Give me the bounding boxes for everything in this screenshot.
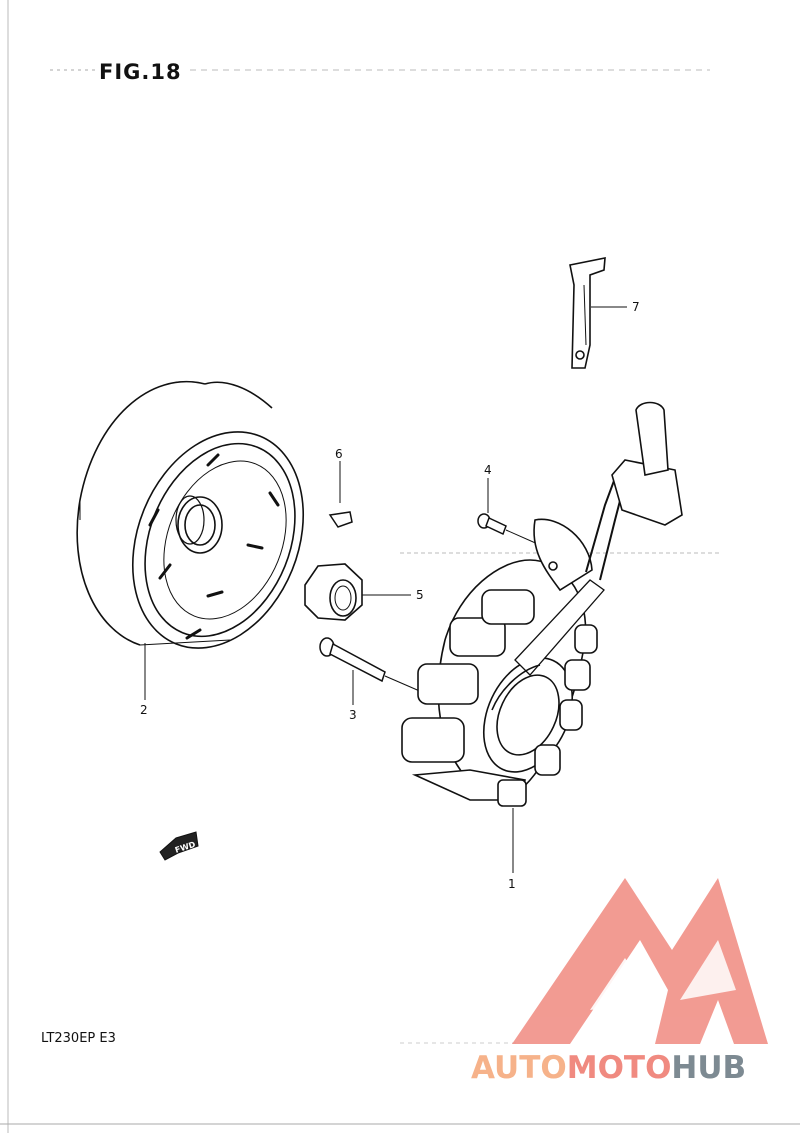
figure-title: FIG.18	[99, 60, 182, 84]
automotohub-wordmark: AUTOMOTOHUB	[471, 1050, 746, 1086]
callout-1: 1	[508, 877, 516, 891]
brand-auto: AUTO	[471, 1050, 567, 1086]
stator-assembly	[401, 401, 683, 807]
long-bolt	[319, 637, 476, 716]
automotohub-logo	[512, 878, 768, 1044]
callout-4: 4	[484, 463, 492, 477]
callout-leaders	[144, 306, 627, 873]
woodruff-key	[328, 511, 353, 528]
brand-moto: MOTO	[566, 1050, 672, 1086]
small-screw	[477, 513, 541, 546]
callout-2: 2	[140, 703, 148, 717]
fwd-arrow-icon: FWD	[159, 831, 199, 861]
flywheel-rotor	[76, 380, 305, 649]
callout-6: 6	[335, 447, 343, 461]
brand-hub: HUB	[671, 1050, 747, 1086]
rotor-nut	[304, 563, 363, 621]
callout-5: 5	[416, 588, 424, 602]
callout-7: 7	[632, 300, 640, 314]
model-code: LT230EP E3	[41, 1031, 116, 1046]
wire-clamp	[569, 257, 606, 369]
callout-3: 3	[349, 708, 357, 722]
